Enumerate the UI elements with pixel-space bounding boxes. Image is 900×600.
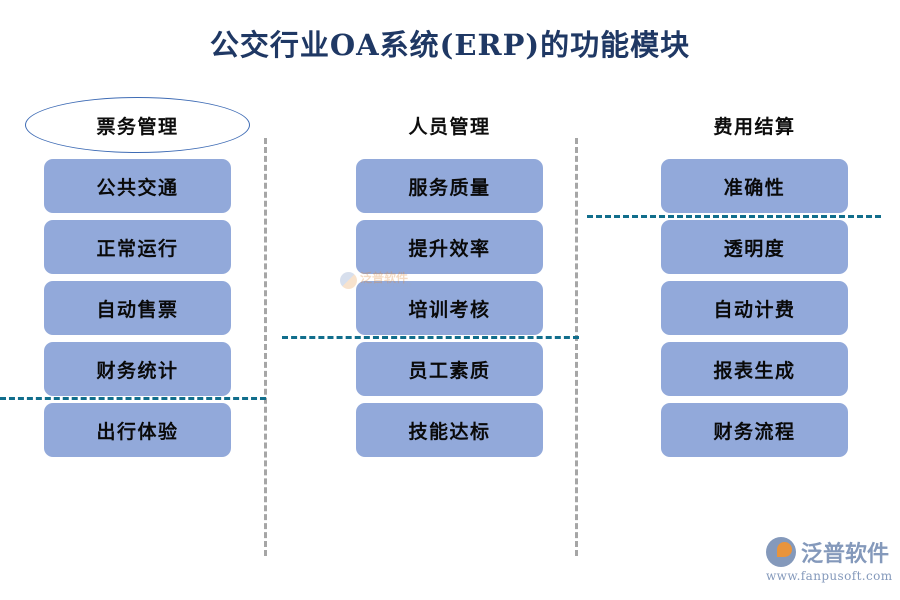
node-box[interactable]: 提升效率 [356, 220, 543, 274]
node-box[interactable]: 准确性 [661, 159, 848, 213]
node-box[interactable]: 公共交通 [44, 159, 231, 213]
column-separator-2 [575, 138, 578, 556]
column-header-ticketing: 票务管理 [25, 97, 250, 153]
node-box[interactable]: 正常运行 [44, 220, 231, 274]
node-box[interactable]: 透明度 [661, 220, 848, 274]
column-items-ticketing: 公共交通 正常运行 自动售票 财务统计 出行体验 [25, 159, 250, 457]
column-items-personnel: 服务质量 提升效率 培训考核 员工素质 技能达标 [337, 159, 562, 457]
column-settlement: 费用结算 准确性 透明度 自动计费 报表生成 财务流程 [642, 97, 867, 464]
node-box[interactable]: 财务统计 [44, 342, 231, 396]
node-box[interactable]: 服务质量 [356, 159, 543, 213]
column-header-settlement: 费用结算 [642, 97, 867, 153]
node-box[interactable]: 培训考核 [356, 281, 543, 335]
node-box[interactable]: 技能达标 [356, 403, 543, 457]
column-header-label: 人员管理 [408, 115, 491, 138]
brand-url: www.fanpusoft.com [766, 569, 893, 583]
node-box[interactable]: 自动售票 [44, 281, 231, 335]
node-box[interactable]: 财务流程 [661, 403, 848, 457]
node-box[interactable]: 报表生成 [661, 342, 848, 396]
column-header-label: 费用结算 [713, 115, 796, 138]
brand-mark-icon [766, 537, 796, 567]
column-separator-1 [264, 138, 267, 556]
column-ticketing: 票务管理 公共交通 正常运行 自动售票 财务统计 出行体验 [25, 97, 250, 464]
column-header-label: 票务管理 [96, 115, 179, 138]
accent-line-3 [587, 215, 881, 218]
brand-name-cn: 泛普软件 [801, 542, 890, 567]
node-box[interactable]: 员工素质 [356, 342, 543, 396]
brand-logo: 泛普软件 www.fanpusoft.com [766, 536, 893, 583]
column-header-personnel: 人员管理 [337, 97, 562, 153]
accent-line-1 [0, 397, 266, 400]
column-personnel: 人员管理 服务质量 提升效率 培训考核 员工素质 技能达标 [337, 97, 562, 464]
accent-line-2 [282, 336, 579, 339]
node-box[interactable]: 出行体验 [44, 403, 231, 457]
page-title: 公交行业OA系统(ERP)的功能模块 [209, 28, 691, 62]
column-items-settlement: 准确性 透明度 自动计费 报表生成 财务流程 [642, 159, 867, 457]
node-box[interactable]: 自动计费 [661, 281, 848, 335]
brand-row: 泛普软件 [766, 536, 890, 568]
